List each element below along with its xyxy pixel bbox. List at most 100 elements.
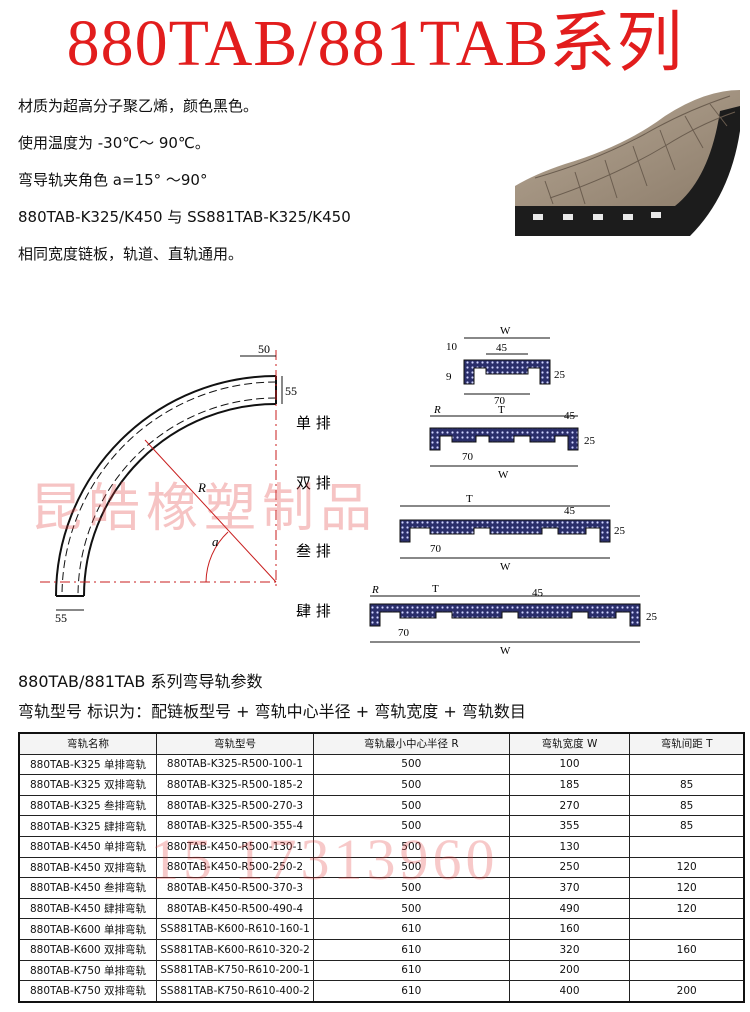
table-cell: 880TAB-K750 单排弯轨: [18, 959, 157, 982]
dim-10: 10: [446, 341, 458, 353]
dim-w: W: [500, 325, 511, 337]
table-cell: 880TAB-K600 单排弯轨: [18, 918, 157, 940]
table-cell: 130: [508, 835, 631, 858]
table-cell: 320: [508, 938, 631, 961]
table-cell: 500: [313, 753, 510, 776]
dim-25: 25: [584, 435, 596, 447]
table-cell: 880TAB-K325-R500-270-3: [156, 794, 314, 817]
row-label-triple: 叁 排: [296, 542, 331, 560]
table-cell: 370: [508, 877, 631, 899]
spec-line: 相同宽度链板，轨道、直轨通用。: [18, 245, 244, 263]
dim-t: T: [498, 404, 505, 416]
table-cell: 610: [313, 959, 510, 982]
table-cell: SS881TAB-K750-R610-200-1: [156, 959, 314, 982]
profile-single: [463, 337, 551, 395]
table-cell: 880TAB-K325 双排弯轨: [18, 774, 157, 796]
dim-25: 25: [554, 369, 566, 381]
watermark: 昆皓橡塑制品: [30, 479, 379, 539]
table-cell: 500: [313, 794, 510, 817]
profile-triple: [399, 505, 611, 559]
table-cell: 100: [508, 753, 631, 776]
dim-25: 25: [646, 611, 658, 623]
table-cell: 120: [629, 897, 745, 920]
dim-9: 9: [446, 371, 452, 383]
profile-quad: [369, 595, 641, 643]
profile-double: [429, 415, 579, 467]
col-header: 弯轨宽度 W: [508, 732, 631, 755]
dim-w: W: [500, 561, 511, 573]
table-cell: 880TAB-K325 单排弯轨: [18, 753, 157, 776]
table-header-row: 弯轨名称 弯轨型号 弯轨最小中心半径 R 弯轨宽度 W 弯轨间距 T: [18, 732, 745, 755]
col-header: 弯轨型号: [156, 732, 314, 755]
table-cell: 500: [313, 897, 510, 920]
dim-45: 45: [496, 342, 508, 354]
table-cell: 880TAB-K450 肆排弯轨: [18, 897, 157, 920]
table-cell: 500: [313, 774, 510, 796]
col-header: 弯轨名称: [18, 732, 157, 755]
spec-line: 880TAB-K325/K450 与 SS881TAB-K325/K450: [18, 208, 351, 226]
table-cell: 610: [313, 938, 510, 961]
row-label-quad: 肆 排: [296, 602, 331, 620]
table-cell: 880TAB-K450-R500-370-3: [156, 877, 314, 899]
section-subtitle: 弯轨型号 标识为：配链板型号 + 弯轨中心半径 + 弯轨宽度 + 弯轨数目: [18, 702, 526, 721]
table-cell: SS881TAB-K600-R610-160-1: [156, 918, 314, 940]
table-cell: 610: [313, 918, 510, 940]
spec-line: 使用温度为 -30℃～ 90℃。: [18, 134, 210, 152]
dim-25: 25: [614, 525, 626, 537]
technical-drawing: 50 55 55 R a 单 排 双 排 叁 排 肆 排 W 45 70 25 …: [40, 325, 658, 657]
table-cell: 880TAB-K325-R500-185-2: [156, 774, 314, 796]
product-photo: [515, 90, 740, 236]
table-cell: 880TAB-K450 双排弯轨: [18, 856, 157, 879]
col-header: 弯轨间距 T: [629, 732, 745, 755]
table-cell: [629, 918, 745, 940]
table-cell: 880TAB-K450-R500-490-4: [156, 897, 314, 920]
dim-w: W: [500, 645, 511, 657]
table-cell: [629, 959, 745, 982]
table-cell: 85: [629, 815, 745, 837]
table-cell: 185: [508, 774, 631, 796]
dim-w: W: [498, 469, 509, 481]
spec-line: 弯导轨夹角色 a=15° ～90°: [18, 171, 208, 189]
col-header: 弯轨最小中心半径 R: [313, 732, 510, 755]
table-cell: SS881TAB-K750-R610-400-2: [156, 980, 314, 1003]
table-cell: 85: [629, 774, 745, 796]
row-label-single: 单 排: [296, 414, 331, 432]
page-title: 880TAB/881TAB系列: [66, 7, 684, 80]
table-cell: 880TAB-K450-R500-250-2: [156, 856, 314, 879]
dim-45: 45: [532, 587, 544, 599]
dim-45: 45: [564, 410, 576, 422]
dim-r: R: [371, 584, 379, 596]
table-cell: SS881TAB-K600-R610-320-2: [156, 938, 314, 961]
section-title: 880TAB/881TAB 系列弯导轨参数: [18, 672, 263, 691]
dim-t: T: [466, 493, 473, 505]
table-cell: 270: [508, 794, 631, 817]
table-cell: 880TAB-K600 双排弯轨: [18, 938, 157, 961]
table-cell: 160: [629, 938, 745, 961]
table-cell: 880TAB-K325 肆排弯轨: [18, 815, 157, 837]
table-cell: 400: [508, 980, 631, 1003]
dim-50-label: 50: [258, 342, 270, 356]
dim-70: 70: [494, 395, 506, 407]
angle-label: a: [212, 534, 219, 549]
table-cell: 355: [508, 815, 631, 837]
table-cell: 880TAB-K750 双排弯轨: [18, 980, 157, 1003]
table-cell: 120: [629, 856, 745, 879]
dim-55-top-label: 55: [285, 384, 297, 398]
dim-55-bottom-label: 55: [55, 611, 67, 625]
row-label-double: 双 排: [296, 474, 331, 492]
table-cell: 85: [629, 794, 745, 817]
table-cell: 880TAB-K325 叁排弯轨: [18, 794, 157, 817]
watermark-phone: 15 17313960: [150, 827, 499, 892]
table-cell: 880TAB-K450-R500-130-1: [156, 835, 314, 858]
table-cell: 200: [508, 959, 631, 982]
table-cell: 880TAB-K450 单排弯轨: [18, 835, 157, 858]
table-cell: 880TAB-K325-R500-100-1: [156, 753, 314, 776]
dim-r: R: [433, 404, 441, 416]
